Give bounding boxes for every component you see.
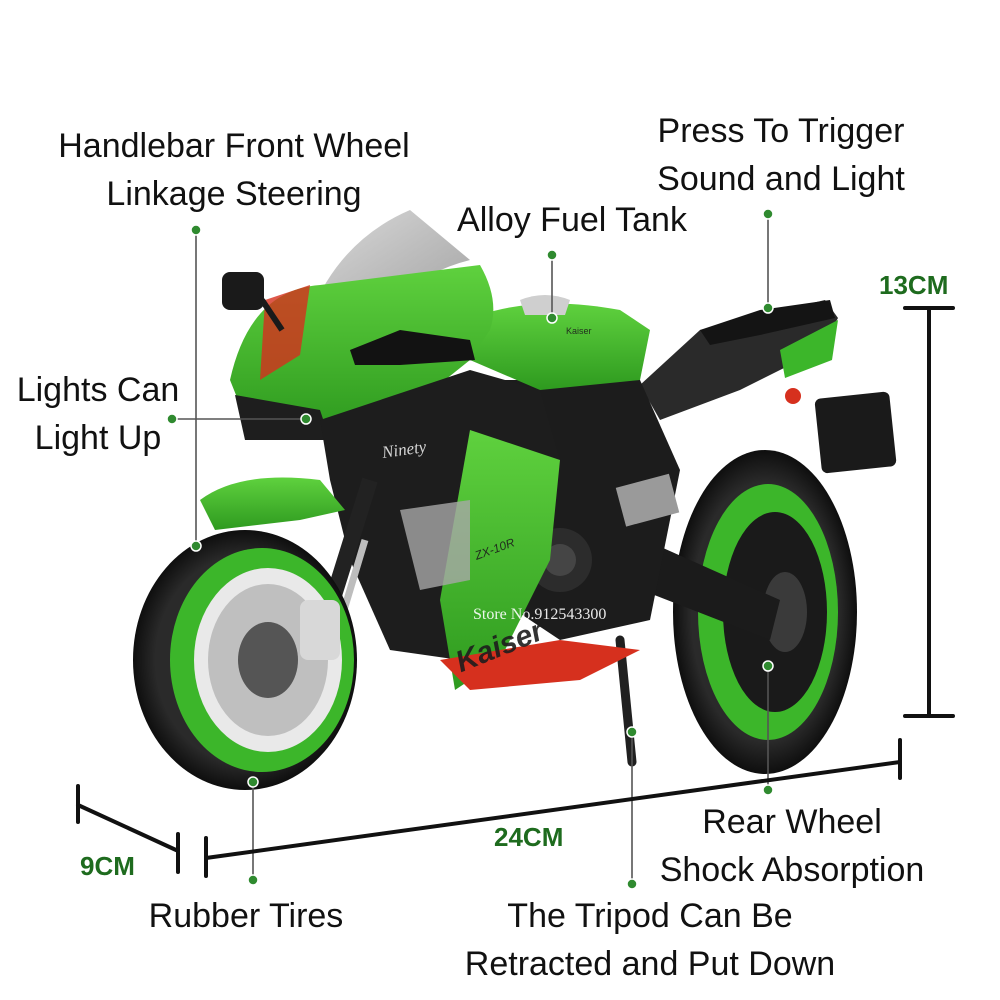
rear-wheel-label-line2: Shock Absorption [659, 851, 925, 889]
tank-brand-text: Kaiser [566, 326, 592, 336]
handlebar-label-line1: Handlebar Front Wheel [58, 127, 410, 165]
tripod-label-line1: The Tripod Can Be [507, 897, 793, 935]
handlebar-label: Handlebar Front Wheel Linkage Steering [40, 122, 428, 218]
handlebar [350, 330, 475, 365]
trigger-label: Press To Trigger Sound and Light [636, 107, 926, 203]
height-dimension-label: 13CM [879, 270, 949, 300]
fuel-tank [470, 303, 650, 390]
lights-label-line2: Light Up [34, 419, 162, 457]
rubber-tires-label: Rubber Tires [148, 897, 344, 935]
callout-pointers [172, 214, 769, 884]
rear-wheel-label-line1: Rear Wheel [702, 803, 882, 841]
mirror [222, 272, 285, 332]
tail-section [640, 300, 897, 474]
front-wheel [133, 530, 357, 790]
kickstand [615, 635, 637, 767]
trigger-label-line1: Press To Trigger [657, 112, 905, 150]
lights-label-line1: Lights Can [16, 371, 180, 409]
tripod-label-line2: Retracted and Put Down [464, 945, 836, 983]
trigger-label-line2: Sound and Light [657, 160, 905, 198]
handlebar-label-line2: Linkage Steering [106, 175, 362, 213]
length-dimension-label: 24CM [494, 822, 564, 852]
dimension-lines [76, 306, 955, 878]
front-fender [200, 477, 345, 530]
fuel-tank-label: Alloy Fuel Tank [457, 201, 687, 239]
lights-label: Lights Can Light Up [6, 366, 190, 462]
rear-wheel-label: Rear Wheel Shock Absorption [644, 798, 940, 894]
tripod-label: The Tripod Can Be Retracted and Put Down [440, 892, 860, 988]
callout-dots [166, 208, 774, 890]
store-watermark: Store No.912543300 [473, 606, 607, 623]
width-dimension-label: 9CM [80, 851, 135, 881]
